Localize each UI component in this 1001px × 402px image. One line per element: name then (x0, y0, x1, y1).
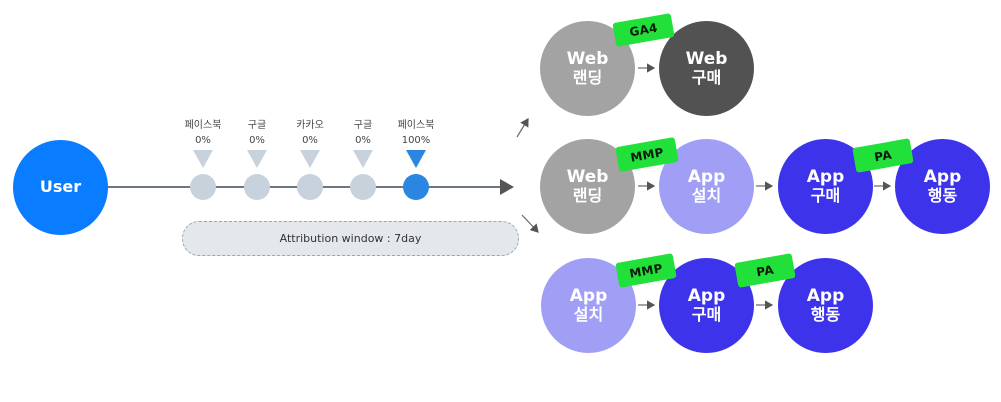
node-subtitle: 설치 (691, 186, 722, 206)
branch-arrow-up (516, 117, 529, 138)
node-title: App (923, 166, 962, 187)
user-node: User (13, 140, 108, 235)
touchpoint-marker (247, 150, 267, 168)
node-title: App (687, 285, 726, 306)
touchpoint-dot (350, 174, 376, 200)
node-subtitle: 행동 (810, 305, 841, 325)
touchpoint-marker (300, 150, 320, 168)
tag-label: PA (873, 147, 893, 164)
node-subtitle: 랜딩 (572, 186, 603, 206)
node-subtitle: 구매 (691, 305, 722, 325)
node-title: Web (566, 166, 609, 187)
touchpoint-dot (297, 174, 323, 200)
touchpoint-marker (353, 150, 373, 168)
tag-label: MMP (628, 260, 664, 281)
attribution-window-label: Attribution window : 7day (279, 232, 422, 245)
branch-arrow-down (521, 214, 539, 233)
touchpoint-marker (406, 150, 426, 168)
node-title: App (687, 166, 726, 187)
tag-label: PA (755, 262, 775, 279)
app-install-node: App 설치 (541, 258, 636, 353)
node-subtitle: 행동 (927, 186, 958, 206)
node-title: Web (685, 48, 728, 69)
tag-label: MMP (629, 144, 665, 165)
node-title: App (569, 285, 608, 306)
node-subtitle: 설치 (573, 305, 604, 325)
node-title: App (806, 285, 845, 306)
touchpoint-dot (190, 174, 216, 200)
touchpoint-dot (403, 174, 429, 200)
node-title: App (806, 166, 845, 187)
tag-label: GA4 (628, 20, 659, 40)
node-subtitle: 구매 (691, 68, 722, 88)
touchpoint-marker (193, 150, 213, 168)
app-action-node: App 행동 (895, 139, 990, 234)
touchpoint-dot (244, 174, 270, 200)
node-title: Web (566, 48, 609, 69)
node-subtitle: 구매 (810, 186, 841, 206)
attribution-window: Attribution window : 7day (182, 221, 519, 256)
user-label: User (39, 177, 82, 197)
web-purchase-node: Web 구매 (659, 21, 754, 116)
node-subtitle: 랜딩 (572, 68, 603, 88)
